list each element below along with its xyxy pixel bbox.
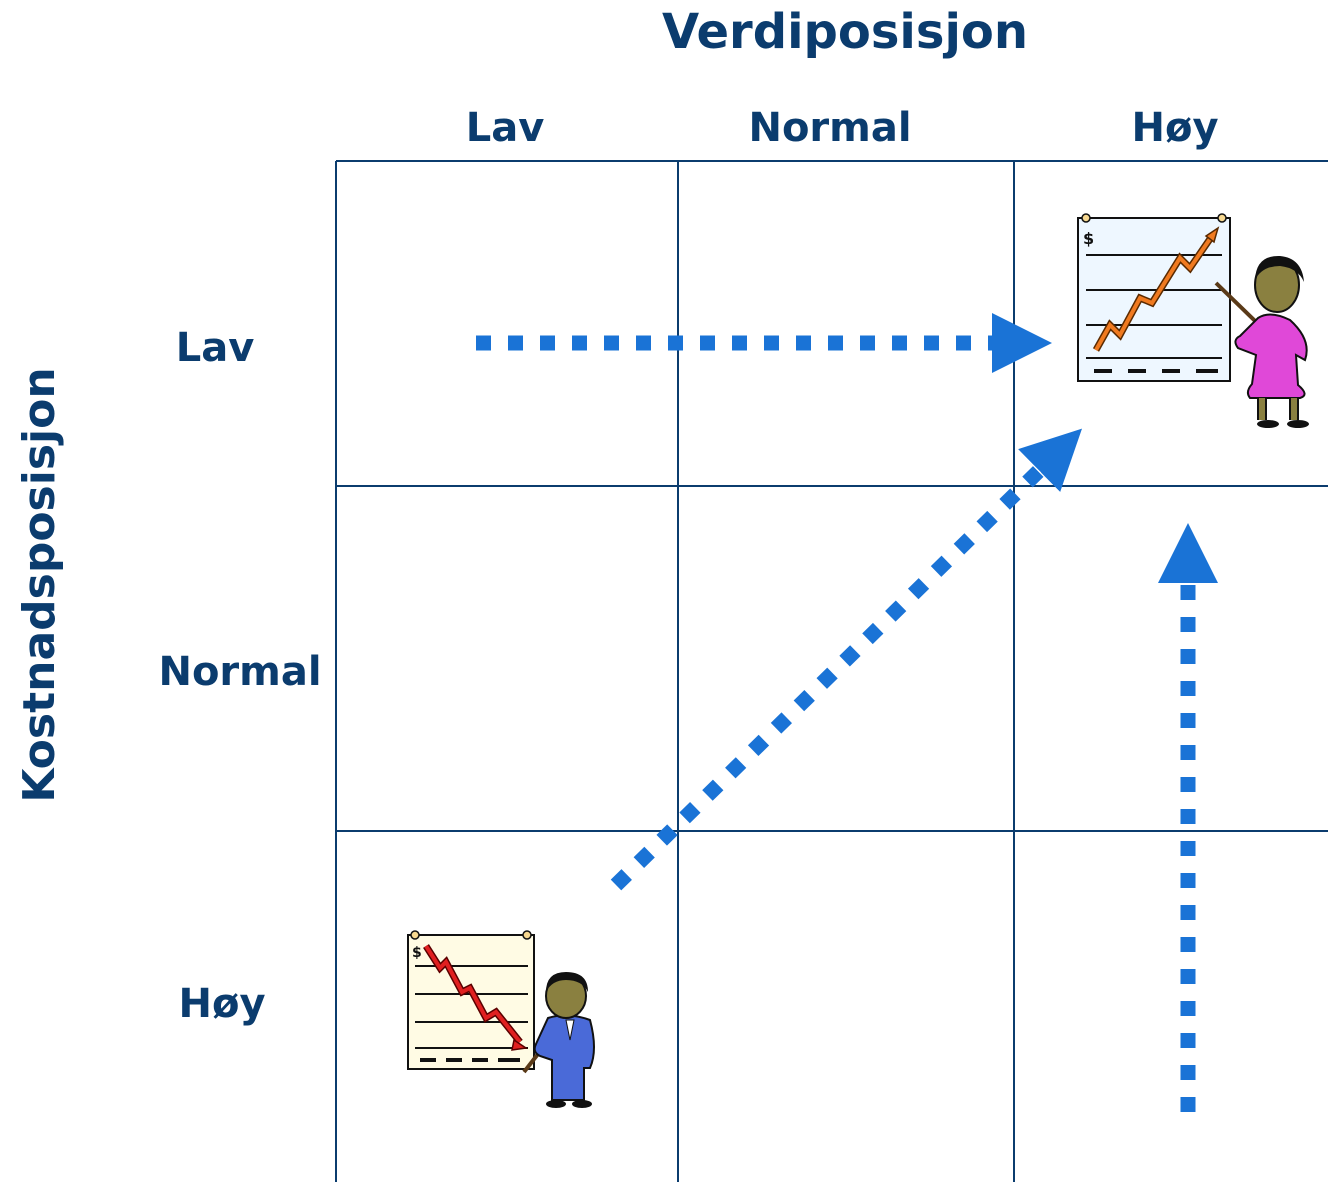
row-header-hoy: Høy xyxy=(178,981,266,1027)
row-header-lav: Lav xyxy=(175,325,255,371)
presenter-falling-chart-icon: $ xyxy=(407,930,595,1108)
column-header-lav: Lav xyxy=(465,105,545,151)
column-header-normal: Normal xyxy=(748,105,912,151)
row-header-normal: Normal xyxy=(158,649,322,695)
column-header-hoy: Høy xyxy=(1131,105,1219,151)
chart-symbol: $ xyxy=(412,945,422,961)
presenter-rising-chart-icon: $ xyxy=(1077,213,1309,428)
chart-symbol: $ xyxy=(1083,229,1094,248)
x-axis-title: Verdiposisjon xyxy=(661,4,1029,60)
arrow-diagonal xyxy=(610,428,1083,891)
